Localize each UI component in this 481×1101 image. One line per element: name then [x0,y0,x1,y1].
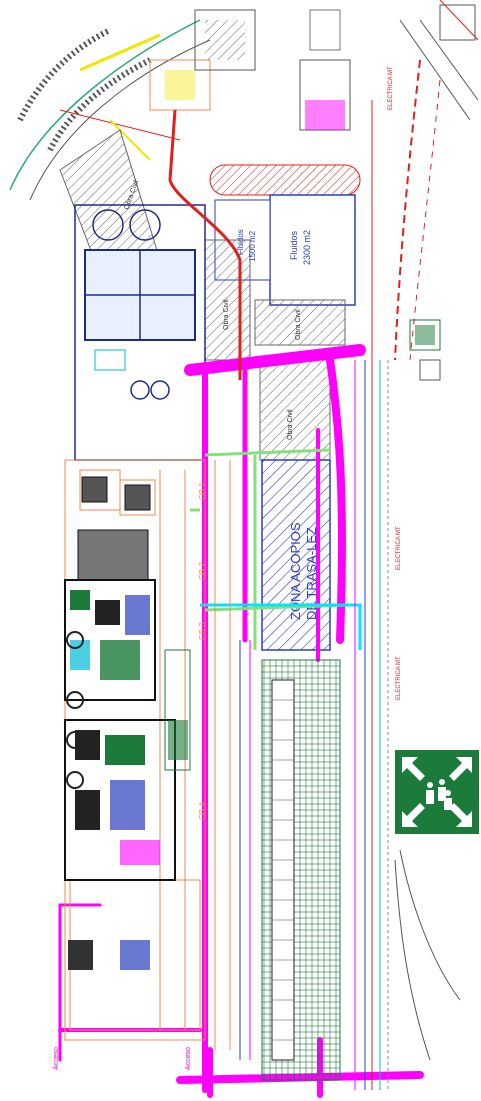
obra-civil-label-3: Obra Civil [295,309,302,340]
fluidos-small-size-label: 1500 m2 [248,230,257,262]
rail-track-curve-2 [409,79,441,361]
electrica-label-3: ELECTRICA MT [396,656,402,700]
long-grid-building [261,659,341,1081]
zona-acopios-label-1: ZONA ACOPIOS [288,522,303,620]
treatment-plant [74,204,206,461]
acceso-label-1: Acceso [53,1047,60,1070]
cb-label-1: CB 1 [198,482,207,500]
assembly-point-icon [395,750,479,834]
fluidos-label: Fluidos [289,230,299,260]
red-pipeline [168,109,242,380]
north-parking-area [9,0,479,201]
obra-civil-label-2: Obra Civil [223,299,230,330]
rail-track-curve [394,59,421,361]
cb-label-2: CB 2 [198,562,207,580]
red-hatched-zone [209,164,361,196]
cb-label-4: CB 4 [198,802,207,820]
fluidos-size-label: 2300 m2 [302,230,312,265]
east-features [394,319,461,1061]
electrica-label-1: ELECTRICA MT [388,66,394,110]
acceso-label-2: Acceso [185,1047,192,1070]
obra-civil-label-4: Obra Civil [287,409,294,440]
cyan-road [200,603,362,650]
equipment-blocks [64,579,191,881]
south-buildings-dark [68,476,151,970]
cb-label-3: CB 3 [198,622,207,640]
utility-lines [239,100,389,1090]
zona-acopios-label-2: DE TRASA-LEZ [304,527,319,620]
electrica-label-2: ELECTRICA MT [396,526,402,570]
